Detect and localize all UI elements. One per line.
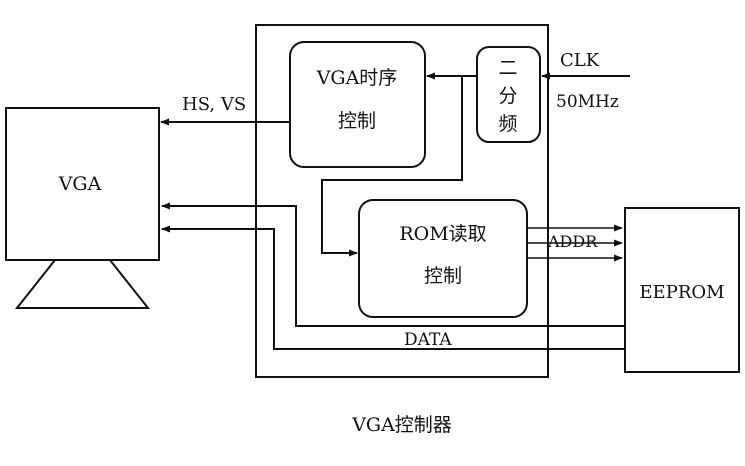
divider-to-rom-line — [321, 76, 463, 257]
vga-monitor-label: VGA — [58, 173, 102, 195]
frequency-divider-label-line1: 二 — [498, 57, 517, 79]
clk-frequency-label: 50MHz — [556, 92, 619, 112]
data-line-lower — [161, 225, 625, 350]
frequency-divider-label-line3: 频 — [498, 113, 517, 135]
vga-monitor-stand — [14, 259, 151, 309]
frequency-divider-label-line2: 分 — [498, 85, 517, 107]
frequency-divider-block — [476, 46, 541, 143]
data-label: DATA — [404, 330, 452, 350]
vga-controller-boundary — [255, 24, 549, 378]
vga-timing-control-label-line1: VGA时序 — [316, 67, 398, 89]
vga-monitor-screen — [5, 107, 160, 261]
eeprom-label: EEPROM — [639, 282, 724, 303]
eeprom-block — [624, 207, 740, 373]
rom-read-control-block — [358, 199, 528, 318]
hs-vs-label: HS, VS — [182, 94, 246, 115]
data-line-upper — [161, 202, 625, 327]
controller-caption: VGA控制器 — [351, 414, 452, 436]
vga-timing-control-block — [289, 41, 426, 168]
addr-label: ADDR — [547, 232, 598, 251]
clk-label: CLK — [560, 50, 600, 71]
vga-timing-control-label-line2: 控制 — [338, 110, 376, 132]
rom-read-control-label-line1: ROM读取 — [399, 223, 486, 245]
rom-read-control-label-line2: 控制 — [424, 265, 462, 287]
